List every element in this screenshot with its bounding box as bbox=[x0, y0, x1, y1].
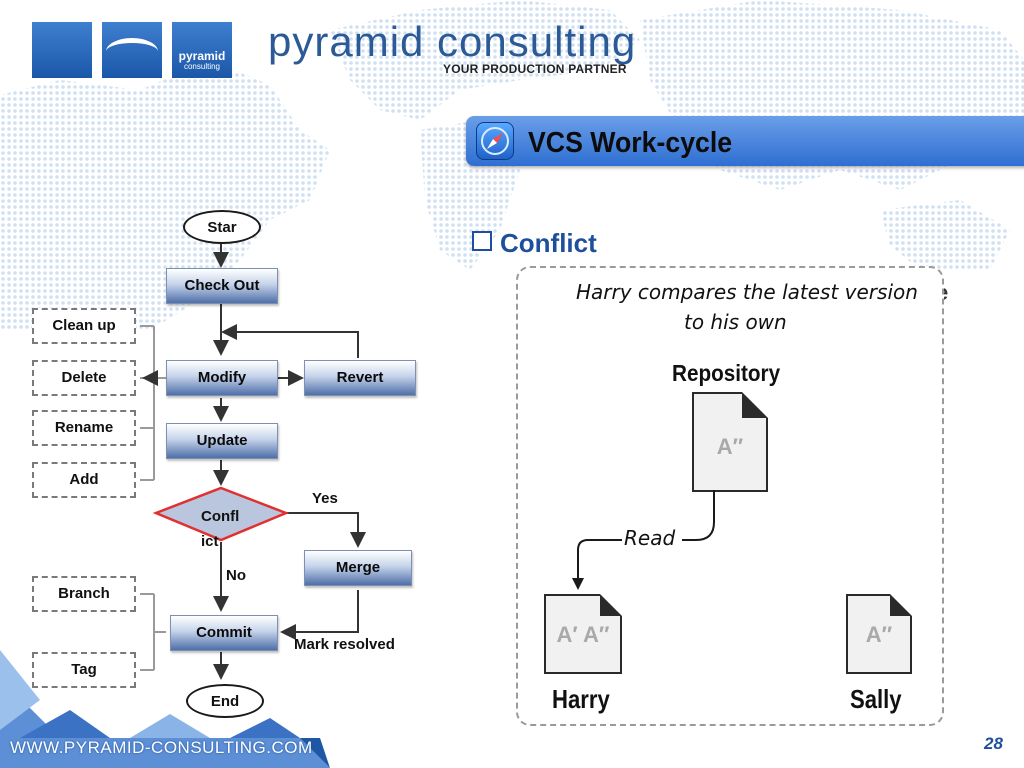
side-op-delete: Delete bbox=[32, 360, 136, 396]
sally-document-text: A″ bbox=[865, 622, 893, 647]
yes-label: Yes bbox=[312, 490, 338, 507]
side-op-rename: Rename bbox=[32, 410, 136, 446]
merge-step: Merge bbox=[304, 550, 412, 586]
modify-step: Modify bbox=[166, 360, 278, 396]
conflict-decision-label: Confl bbox=[201, 508, 240, 525]
harry-document-icon: A′ A″ bbox=[544, 594, 622, 674]
checkbox-bullet-icon bbox=[472, 231, 492, 251]
footer-url[interactable]: WWW.PYRAMID-CONSULTING.COM bbox=[10, 738, 313, 757]
no-label: No bbox=[226, 567, 246, 584]
compass-icon bbox=[476, 122, 514, 160]
conflict-decision-diamond bbox=[152, 486, 290, 542]
repository-document-text: A″ bbox=[716, 434, 744, 459]
mark-resolved-label: Mark resolved bbox=[294, 636, 395, 653]
brand-name: pyramid consulting bbox=[268, 18, 637, 65]
footer-triangle-pattern bbox=[0, 630, 330, 768]
commit-step: Commit bbox=[170, 615, 278, 651]
logo-square bbox=[102, 22, 162, 78]
bullet-heading-text: Conflict bbox=[500, 228, 597, 258]
commit-op-tag: Tag bbox=[32, 652, 136, 688]
revert-step: Revert bbox=[304, 360, 416, 396]
side-op-clean-up: Clean up bbox=[32, 308, 136, 344]
start-node: Star bbox=[183, 210, 261, 244]
slide-title: VCS Work-cycle bbox=[528, 127, 733, 159]
commit-op-branch: Branch bbox=[32, 576, 136, 612]
bullet-heading: Conflict bbox=[472, 228, 597, 258]
repository-label: Repository bbox=[672, 360, 781, 386]
harry-document-text: A′ A″ bbox=[556, 622, 610, 647]
check-out-step: Check Out bbox=[166, 268, 278, 304]
logo-square bbox=[32, 22, 92, 78]
end-node: End bbox=[186, 684, 264, 718]
logo-square-pyramid: pyramid consulting bbox=[172, 22, 232, 78]
update-step: Update bbox=[166, 423, 278, 459]
page-number: 28 bbox=[984, 734, 1003, 753]
conflict-decision-label-tail: ict bbox=[201, 533, 219, 550]
read-label: Read bbox=[624, 526, 676, 550]
logo-text: pyramid bbox=[178, 49, 226, 63]
illustration-caption: Harry compares the latest version bbox=[576, 280, 918, 304]
illustration-caption: to his own bbox=[684, 310, 787, 334]
brand-tagline: YOUR PRODUCTION PARTNER bbox=[443, 62, 627, 76]
logo-subtext: consulting bbox=[183, 62, 221, 71]
sally-label: Sally bbox=[850, 684, 902, 714]
repository-document-icon: A″ bbox=[692, 392, 768, 492]
sally-document-icon: A″ bbox=[846, 594, 912, 674]
harry-label: Harry bbox=[552, 684, 610, 714]
side-op-add: Add bbox=[32, 462, 136, 498]
title-bar bbox=[466, 116, 1024, 166]
